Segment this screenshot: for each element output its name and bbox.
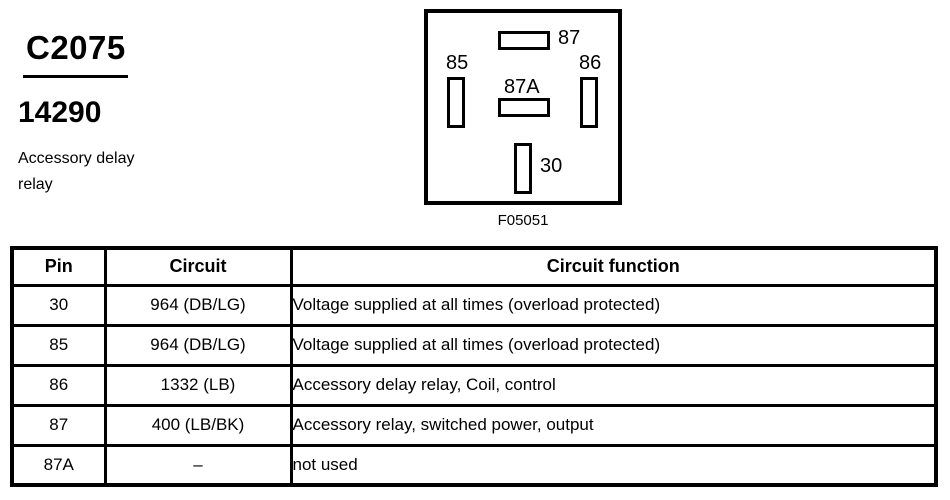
pin-30-terminal [514,143,532,194]
circuit-cell: 964 (DB/LG) [103,283,293,327]
function-cell: Accessory relay, switched power, output [289,403,938,447]
column-header-function: Circuit function [289,246,938,287]
relay-face-diagram: 87 85 86 87A 30 [424,9,622,205]
circuit-cell: 964 (DB/LG) [103,323,293,367]
function-cell: Accessory delay relay, Coil, control [289,363,938,407]
table-row: 87A – not used [10,443,938,487]
pin-87-label: 87 [558,27,581,49]
connector-id: C2075 [26,29,126,66]
pin-30-label: 30 [540,155,563,177]
pin-cell: 87 [10,403,107,447]
pin-85-label: 85 [446,52,469,74]
table-header-row: Pin Circuit Circuit function [10,246,938,287]
pin-87-terminal [498,31,550,50]
pin-86-terminal [580,77,598,128]
part-number: 14290 [18,96,102,129]
pin-85-terminal [447,77,465,128]
circuit-cell: 1332 (LB) [103,363,293,407]
column-header-pin: Pin [10,246,107,287]
circuit-cell: – [103,443,293,487]
table-row: 85 964 (DB/LG) Voltage supplied at all t… [10,323,938,367]
pin-86-label: 86 [579,52,602,74]
column-header-circuit: Circuit [103,246,293,287]
function-cell: Voltage supplied at all times (overload … [289,323,938,367]
table-row: 86 1332 (LB) Accessory delay relay, Coil… [10,363,938,407]
pin-87a-terminal [498,98,550,117]
function-cell: not used [289,443,938,487]
pin-cell: 86 [10,363,107,407]
figure-code: F05051 [497,212,549,229]
pinout-table: Pin Circuit Circuit function 30 964 (DB/… [10,246,938,487]
pin-cell: 87A [10,443,107,487]
circuit-cell: 400 (LB/BK) [103,403,293,447]
pin-cell: 30 [10,283,107,327]
connector-id-underline [23,75,128,78]
table-row: 87 400 (LB/BK) Accessory relay, switched… [10,403,938,447]
table-row: 30 964 (DB/LG) Voltage supplied at all t… [10,283,938,327]
pin-87a-label: 87A [504,76,540,98]
function-cell: Voltage supplied at all times (overload … [289,283,938,327]
connector-description: Accessory delay relay [18,150,135,193]
pin-cell: 85 [10,323,107,367]
